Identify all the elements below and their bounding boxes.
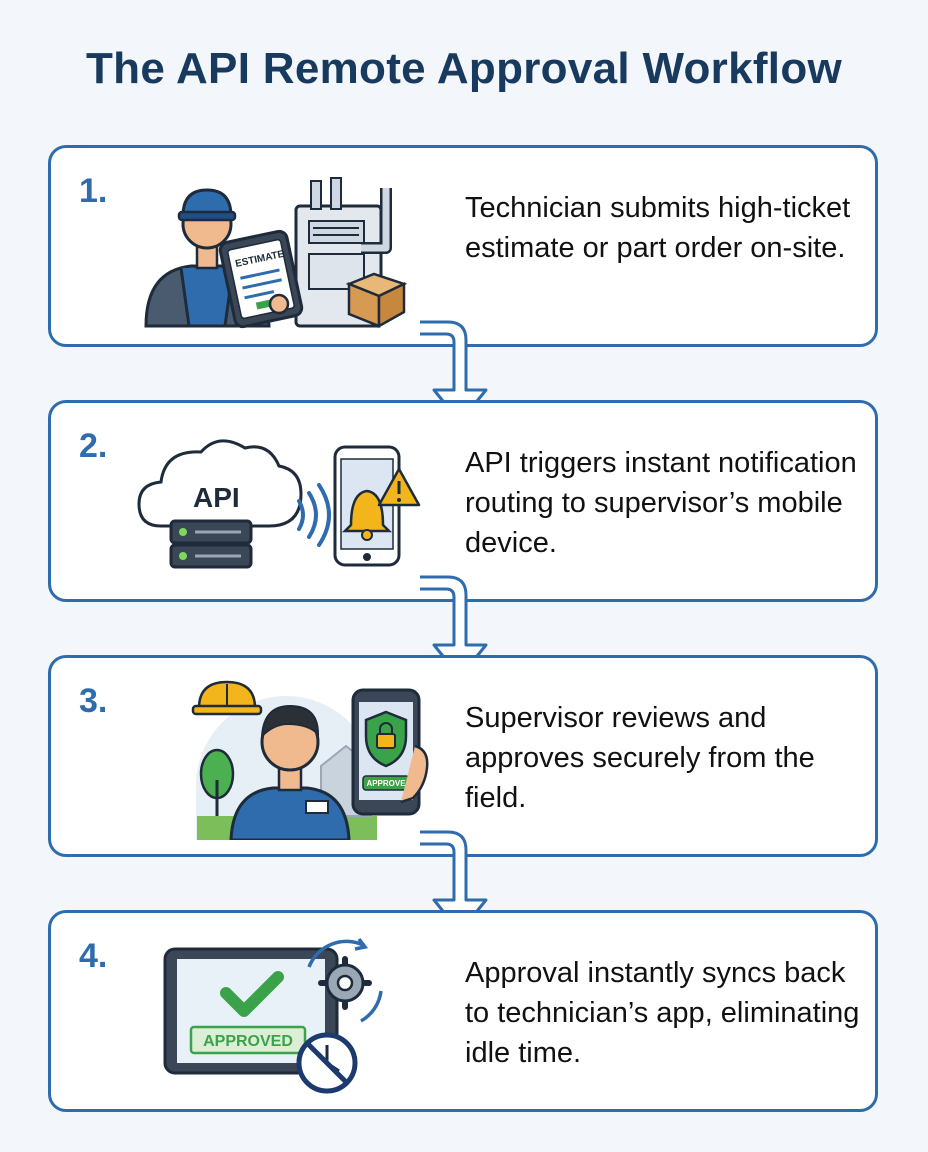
furnace-icon — [294, 177, 392, 328]
cloud-server-icon: API — [137, 439, 303, 569]
tree-icon — [199, 748, 235, 816]
step-number: 2. — [79, 427, 108, 465]
workflow-step-2: 2. API API triggers instant not — [48, 400, 878, 602]
tablet-icon: ESTIMATE — [218, 229, 304, 329]
step-number: 1. — [79, 172, 108, 210]
workflow-step-3: 3. APPROVE — [48, 655, 878, 857]
step-description: API triggers instant notification routin… — [465, 447, 857, 559]
hard-hat-icon — [191, 680, 263, 716]
signal-waves-icon — [297, 483, 331, 547]
bell-icon — [341, 489, 393, 541]
approve-button-label: APPROVE — [366, 779, 406, 788]
workflow-step-1: 1. — [48, 145, 878, 347]
supervisor-icon — [229, 704, 351, 840]
sync-gear-icon — [307, 937, 383, 1023]
approved-label: APPROVED — [203, 1033, 293, 1050]
alert-triangle-icon — [377, 467, 421, 507]
technician-estimate-illustration: ESTIMATE — [144, 177, 408, 329]
step-number: 4. — [79, 937, 108, 975]
step-description: Technician submits high-ticket estimate … — [465, 192, 851, 264]
api-label: API — [193, 482, 240, 513]
clock-icon — [296, 1032, 358, 1094]
part-box-icon — [345, 272, 408, 329]
approved-sync-illustration: APPROVED — [163, 937, 383, 1094]
step-number: 3. — [79, 682, 108, 720]
api-notification-illustration: API — [137, 439, 421, 569]
supervisor-approval-illustration: APPROVE — [191, 680, 429, 840]
workflow-step-4: 4. APPROVED Approval instantly sy — [48, 910, 878, 1112]
step-description: Supervisor reviews and approves securely… — [465, 702, 815, 814]
page-title: The API Remote Approval Workflow — [85, 44, 843, 93]
step-description: Approval instantly syncs back to technic… — [465, 957, 860, 1069]
phone-approve-icon: APPROVE — [351, 688, 429, 816]
tablet-approved-icon: APPROVED — [163, 947, 339, 1075]
